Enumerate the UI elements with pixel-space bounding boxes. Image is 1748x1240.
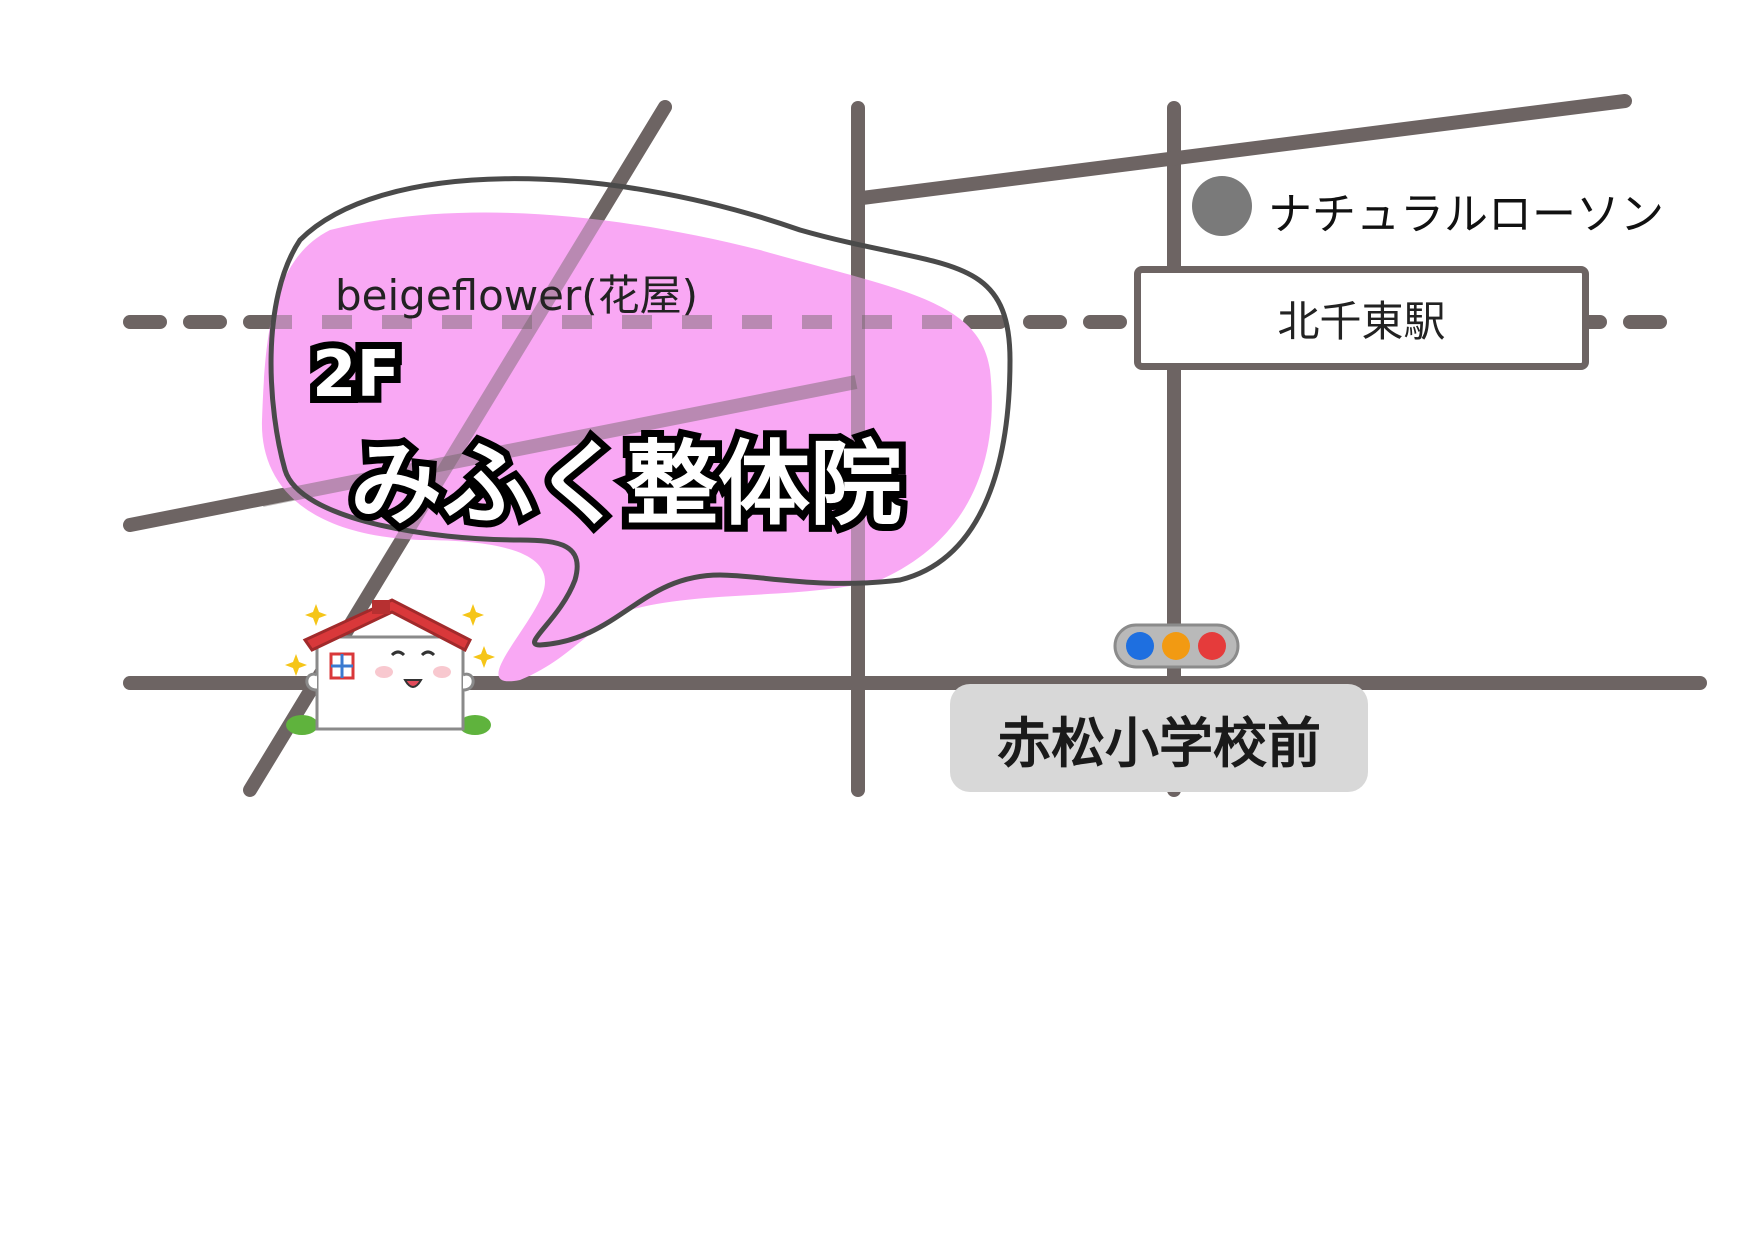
house-mascot-icon <box>285 598 495 735</box>
bus-stop-name: 赤松小学校前 <box>997 711 1321 775</box>
store-marker-icon <box>1192 176 1252 236</box>
road-through-bubble-diagonal <box>343 100 672 632</box>
road-through-bubble-slanted <box>260 375 858 507</box>
callout-fill <box>261 212 992 682</box>
traffic-light-icon <box>1113 623 1240 669</box>
bus-stop-sign: 赤松小学校前 <box>950 684 1368 792</box>
station-name: 北千東駅 <box>1277 296 1446 346</box>
store-label: ナチュラルローソン <box>1268 189 1664 240</box>
road-slanted-upper <box>855 94 1632 205</box>
neighbor-shop-label: beigeflower(花屋) <box>335 271 699 320</box>
floor-label: 2F <box>305 331 407 419</box>
business-name: みふく整体院 <box>343 424 909 545</box>
station-sign: 北千東駅 <box>1134 266 1589 370</box>
callout-outline <box>268 176 1013 648</box>
